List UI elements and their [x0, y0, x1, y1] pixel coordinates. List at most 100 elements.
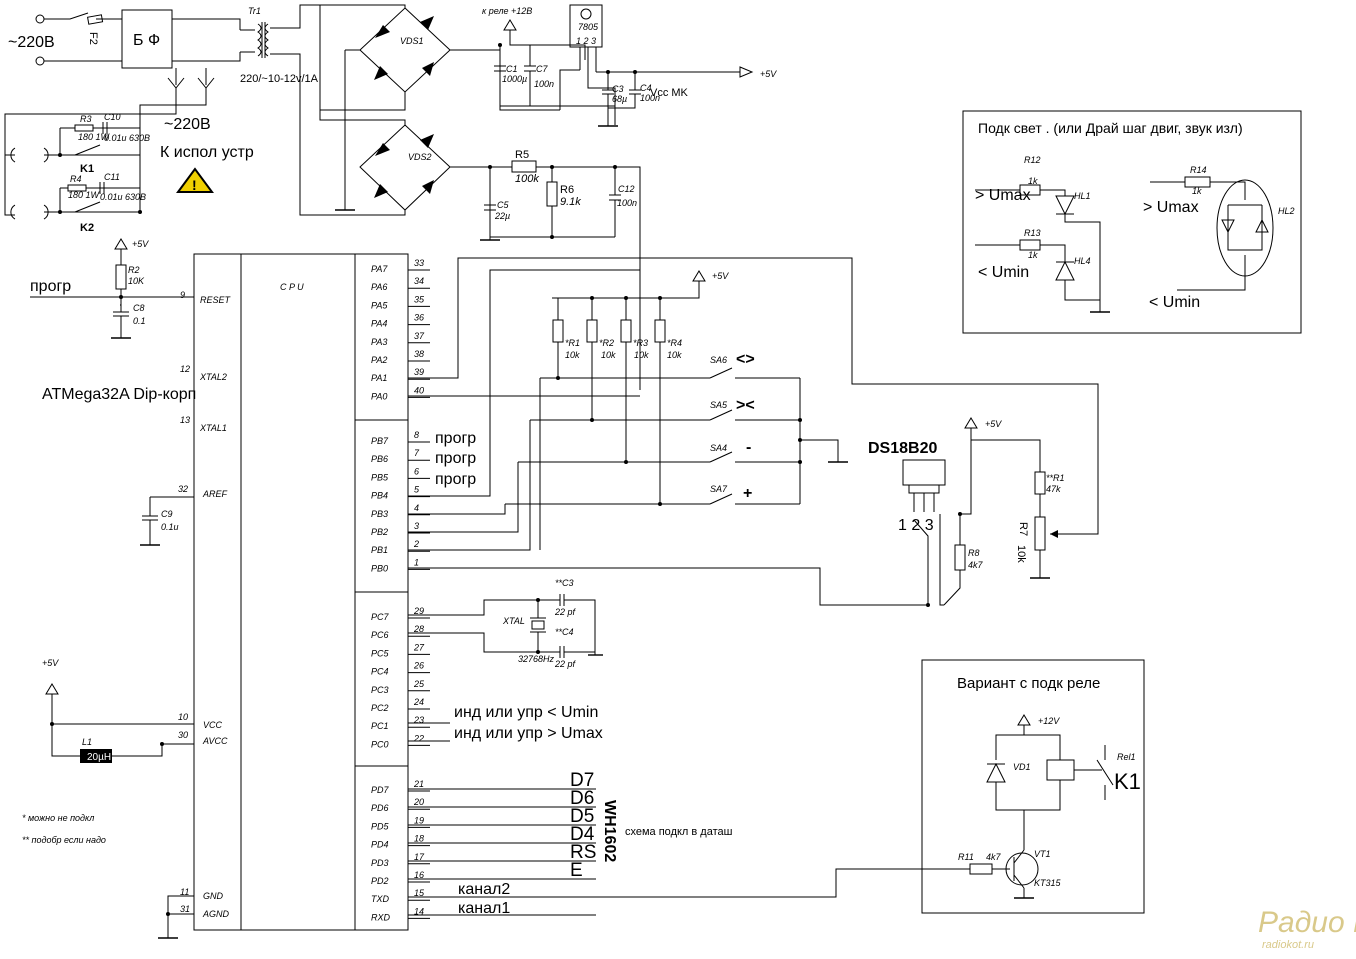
- pin-name: PB7: [371, 436, 389, 446]
- pin-num: 4: [414, 503, 419, 513]
- reset-circuit: +5V R2 10K прогр C8 0.1 C9 0.1u: [30, 238, 194, 546]
- hl4-label: HL4: [1074, 256, 1091, 266]
- pin-name: XTAL2: [199, 372, 227, 382]
- key-r3: [620, 319, 632, 343]
- r7-pot: [1034, 516, 1046, 551]
- r3-value: 180 1W: [78, 132, 111, 142]
- pin-num: 30: [178, 730, 188, 740]
- c4-value: 100n: [640, 93, 660, 103]
- ds18b20-sensor: DS18B20 1 2 3 +5V R8 4k7 **R1 47k R7 10k: [868, 417, 1065, 607]
- pb-progr-label: прогр: [435, 450, 476, 467]
- mains-terminal-top: [35, 14, 45, 24]
- hl2-label: HL2: [1278, 206, 1295, 216]
- pin-name: VCC: [203, 720, 223, 730]
- note-1: * можно не подкл: [22, 813, 94, 823]
- pin-name: PA1: [371, 373, 387, 383]
- light-box-frame: [962, 110, 1302, 334]
- key-r1: [552, 319, 564, 343]
- c3-cap-label: **C3: [555, 578, 574, 588]
- pin-name: PA6: [371, 282, 387, 292]
- r12-label: R12: [1024, 155, 1041, 165]
- pb-wiring: [408, 269, 928, 606]
- c8-value: 0.1: [133, 316, 146, 326]
- pin-name: PA7: [371, 264, 388, 274]
- mcu-name: ATMega32A Dip-корп: [42, 386, 196, 403]
- sa4-label: SA4: [710, 443, 727, 453]
- pin-num: 28: [413, 624, 424, 634]
- relay-box-frame: [921, 659, 1145, 914]
- r2-value: 10K: [128, 276, 145, 286]
- r6-value: 9.1k: [560, 196, 581, 208]
- note-2: ** подобр если надо: [22, 835, 106, 845]
- out-umax: инд или упр > Umax: [454, 725, 603, 742]
- regulator-label: 7805: [578, 22, 599, 32]
- pin-name: PD6: [371, 803, 389, 813]
- key-r3-value: 10k: [634, 350, 649, 360]
- pin-num: 10: [178, 712, 188, 722]
- pin-num: 24: [413, 697, 424, 707]
- pin-name: RESET: [200, 295, 232, 305]
- pin-name: PC4: [371, 667, 389, 677]
- pin-name: PA0: [371, 391, 387, 401]
- pin-num: 15: [414, 888, 425, 898]
- umin2-label: < Umin: [1149, 294, 1200, 311]
- mains-out-label: ~220В: [164, 116, 211, 133]
- c5-label: C5: [497, 200, 509, 210]
- hl2-led: [1216, 179, 1274, 277]
- pin-name: AREF: [202, 489, 228, 499]
- transformer-label: Tr1: [248, 6, 261, 16]
- pin-name: PD5: [371, 821, 390, 831]
- r8-value: 4k7: [968, 560, 984, 570]
- r4-label: R4: [70, 174, 82, 184]
- r8-label: R8: [968, 548, 980, 558]
- relay-supply-label: к реле +12В: [482, 6, 532, 16]
- transformer-rating: 220/~10-12v/1A: [240, 73, 319, 85]
- key-r2-label: *R2: [599, 338, 614, 348]
- bridge-vds2: VDS2: [300, 110, 615, 238]
- light-box: Подк свет . (или Драй шаг двиг, звук изл…: [962, 110, 1302, 334]
- c8-label: C8: [133, 303, 145, 313]
- pin-name: PB1: [371, 545, 388, 555]
- c3-value: 68µ: [612, 94, 627, 104]
- key-r4-label: *R4: [667, 338, 682, 348]
- lcd-model: WH1602: [601, 800, 618, 862]
- l1-inductor: [80, 749, 112, 763]
- key-r2-value: 10k: [601, 350, 616, 360]
- channel2: канал2: [458, 881, 510, 898]
- r1-sensor-value: 47k: [1046, 484, 1061, 494]
- c12-value: 100n: [617, 198, 637, 208]
- out-umin: инд или упр < Umin: [454, 704, 598, 721]
- c3-label: C3: [612, 84, 624, 94]
- pin-num: 3: [414, 521, 419, 531]
- r6-resistor: [546, 181, 558, 207]
- c12-label: C12: [618, 184, 635, 194]
- key-r4-value: 10k: [667, 350, 682, 360]
- l1-value: 20µH: [87, 752, 111, 763]
- sa5-label: SA5: [710, 400, 728, 410]
- pin-num: 12: [180, 364, 190, 374]
- regulator-block: к реле +12В C1 1000µ C7 100n 7805 1 2 3 …: [482, 4, 777, 127]
- pin-name: PD7: [371, 785, 390, 795]
- bridge-vds1: VDS1: [319, 4, 560, 211]
- c5-value: 22µ: [494, 211, 510, 221]
- pin-num: 26: [413, 661, 424, 671]
- k2-label: K2: [80, 222, 94, 234]
- crystal-block: **C3 22 pf XTAL 32768Hz **C4 22 pf: [408, 578, 603, 669]
- c3-cap-value: 22 pf: [554, 607, 577, 617]
- key-r1-label: *R1: [565, 338, 580, 348]
- mains-terminal-bottom: [35, 56, 45, 66]
- pin-name: PC1: [371, 721, 389, 731]
- r11-label: R11: [958, 852, 974, 862]
- pin-name: PC7: [371, 612, 390, 622]
- pin-num: 35: [414, 294, 425, 304]
- r11-resistor: [969, 863, 993, 875]
- c4-label: C4: [640, 83, 652, 93]
- pin-num: 14: [414, 906, 424, 916]
- lcd-wh1602: D7 D6 D5 D4 RS E WH1602 схема подкл в да…: [408, 770, 966, 917]
- vcc-mk-label: Vcc MK: [650, 87, 689, 99]
- r1-resistor: [1034, 471, 1046, 495]
- r13-label: R13: [1024, 228, 1041, 238]
- svg-text:!: !: [192, 177, 197, 193]
- pin-num: 23: [413, 715, 424, 725]
- watermark-site: radiokot.ru: [1262, 939, 1314, 951]
